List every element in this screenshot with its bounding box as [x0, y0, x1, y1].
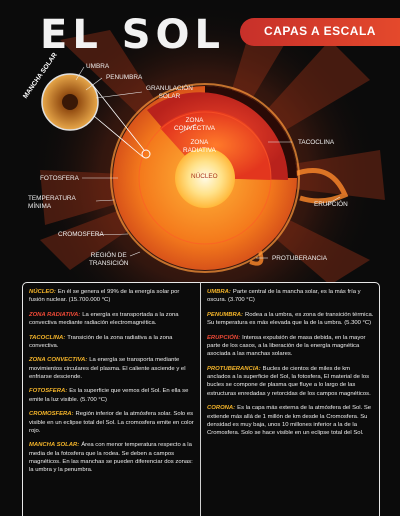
def-mancha-solar: MANCHA SOLAR:Área con menor temperatura … [29, 441, 194, 475]
label-tacoclina: TACOCLINA [298, 139, 335, 146]
def-text: Es la superficie que vemos del Sol. En e… [29, 388, 189, 403]
scale-banner: CAPAS A ESCALA [240, 18, 400, 46]
cutaway [138, 86, 297, 245]
def-term: MANCHA SOLAR: [29, 442, 80, 449]
label-penumbra: PENUMBRA [106, 74, 143, 81]
sunspot-umbra [62, 94, 78, 110]
def-zona-radiativa: ZONA RADIATIVA:La energía es transportad… [29, 311, 194, 328]
def-corona: CORONA:Es la capa más externa de la atmó… [207, 404, 375, 438]
label-cromosfera: CROMOSFERA [58, 231, 104, 238]
def-text: Es la capa más externa de la atmósfera d… [207, 405, 372, 437]
def-cromosfera: CROMOSFERA:Región inferior de la atmósfe… [29, 410, 194, 435]
def-term: ZONA RADIATIVA: [29, 311, 81, 318]
sunspot-location [141, 149, 151, 159]
tachocline [138, 111, 272, 245]
definitions-left: NÚCLEO:En él se genera el 99% de la ener… [29, 288, 194, 481]
label-temperatura-minima: TEMPERATURA MÍNIMA [28, 195, 76, 210]
def-text: Región inferior de la atmósfera solar. S… [29, 411, 194, 434]
def-term: ZONA CONVECTIVA: [29, 357, 88, 364]
def-text: La energía es transportada a la zona con… [29, 311, 179, 327]
sun-illustration [30, 3, 385, 290]
label-nucleo: NÚCLEO [191, 173, 218, 180]
def-fotosfera: FOTOSFERA:Es la superficie que vemos del… [29, 387, 194, 404]
def-text: Área con menor temperatura respecto a la… [29, 442, 193, 474]
def-zona-convectiva: ZONA CONVECTIVA:La energía se transporta… [29, 356, 194, 381]
def-penumbra: PENUMBRA:Rodea a la umbra, es zona de tr… [207, 311, 375, 328]
def-term: TACOCLINA: [29, 334, 66, 341]
def-term: ERUPCIÓN: [207, 334, 241, 341]
page-title: EL SOL [40, 12, 226, 58]
def-term: UMBRA: [207, 289, 231, 295]
def-tacoclina: TACOCLINA:Transición de la zona radiativ… [29, 334, 194, 351]
def-term: CROMOSFERA: [29, 411, 74, 418]
label-zona-convectiva: ZONA CONVECTIVA [174, 117, 216, 132]
def-text: Transición de la zona radiativa a la zon… [29, 334, 173, 349]
def-erupcion: ERUPCIÓN:Intensa expulsión de masa debid… [207, 334, 375, 359]
sunspot-pointer-bottom [93, 115, 144, 158]
label-umbra: UMBRA [86, 63, 110, 70]
def-term: NÚCLEO: [29, 289, 56, 295]
radiative-zone [160, 110, 272, 180]
label-protuberancia: PROTUBERANCIA [272, 255, 328, 262]
def-term: PENUMBRA: [207, 311, 243, 318]
def-term: PROTUBERANCIA: [207, 365, 261, 372]
def-term: CORONA: [207, 405, 236, 412]
scale-banner-text: CAPAS A ESCALA [264, 24, 376, 38]
def-text: La energía se transporta mediante movimi… [29, 357, 186, 380]
label-erupcion: ERUPCIÓN [314, 201, 348, 208]
definitions-right: UMBRA:Parte central de la mancha solar, … [207, 288, 375, 444]
def-nucleo: NÚCLEO:En él se genera el 99% de la ener… [29, 288, 194, 305]
def-protuberancia: PROTUBERANCIA:Bucles de cientos de miles… [207, 365, 375, 399]
label-zona-radiativa: ZONA RADIATIVA [183, 139, 216, 154]
definitions-panel [22, 282, 380, 516]
sunspot-pointer-top [91, 83, 145, 151]
def-text: Bucles de cientos de miles de km anclado… [207, 365, 371, 397]
label-granulacion: GRANULACIÓN SOLAR [146, 85, 193, 100]
def-umbra: UMBRA:Parte central de la mancha solar, … [207, 288, 375, 305]
def-text: Rodea a la umbra, es zona de transición … [207, 311, 374, 327]
leader-lines [75, 66, 341, 259]
def-text: Intensa expulsión de masa debida, en la … [207, 334, 366, 358]
panel-divider [200, 282, 201, 516]
def-term: FOTOSFERA: [29, 388, 68, 395]
def-text: Parte central de la mancha solar, es la … [207, 289, 361, 304]
eruption-loop [291, 168, 349, 204]
def-text: En él se genera el 99% de la energía sol… [29, 289, 180, 304]
label-fotosfera: FOTOSFERA [40, 175, 79, 182]
core-disc [175, 148, 235, 208]
label-region-transicion: REGIÓN DE TRANSICIÓN [89, 252, 129, 267]
